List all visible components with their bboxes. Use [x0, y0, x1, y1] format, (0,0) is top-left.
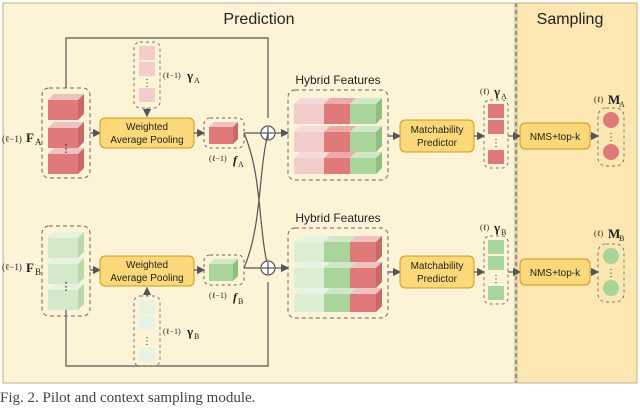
f-b-box — [203, 254, 245, 286]
m-a-point — [603, 144, 619, 160]
svg-text:⋮: ⋮ — [142, 336, 152, 347]
prediction-panel — [2, 2, 516, 384]
matchability-b-line1: Matchability — [411, 261, 464, 272]
feature-stack-a: ⋮ — [48, 94, 84, 174]
cube — [48, 232, 84, 258]
label-f-a: f — [233, 153, 238, 167]
label-gamma-a-prev-sub: A — [194, 76, 200, 85]
cross-curve-b-to-a — [243, 132, 269, 269]
label-gamma-b-prev-sub: B — [194, 332, 199, 341]
bottom-loop-line — [65, 282, 269, 367]
gamma-b-prev-column: ⋮ — [139, 300, 155, 362]
sampling-title: Sampling — [537, 11, 604, 28]
dots: ⋮ — [61, 281, 72, 293]
label-F-B-sub: B — [35, 267, 41, 277]
cube — [48, 284, 84, 310]
label-F-B: F — [26, 260, 34, 275]
f-a-box — [203, 117, 245, 149]
svg-text:⋮: ⋮ — [142, 78, 152, 89]
m-a-point — [603, 112, 619, 128]
label-gamma-a: γ — [493, 84, 500, 99]
label-gamma-a-prev: γ — [186, 68, 193, 83]
hybrid-features-a-title: Hybrid Features — [295, 73, 380, 87]
label-F-A-sub: A — [35, 137, 42, 147]
cube — [48, 94, 84, 120]
f-b-cube — [209, 259, 238, 281]
figure-caption: Fig. 2. Pilot and context sampling modul… — [0, 390, 256, 406]
label-gamma-b-sub: B — [501, 228, 506, 237]
label-gamma-a-sup: (ℓ) — [480, 87, 489, 96]
m-a-box — [597, 107, 625, 167]
matchability-b-line2: Predictor — [417, 274, 458, 285]
label-m-a: M — [608, 92, 620, 107]
label-F-A: F — [26, 130, 34, 145]
label-gamma-b-prev-sup: (ℓ−1) — [163, 327, 181, 336]
label-gamma-a-prev-sup: (ℓ−1) — [163, 71, 181, 80]
gamma-b-prev-box — [133, 295, 161, 367]
cube — [48, 148, 84, 174]
label-gamma-b-sup: (ℓ) — [480, 223, 489, 232]
gamma-a-prev-box — [133, 41, 161, 109]
label-f-b-sup: (ℓ−1) — [209, 291, 227, 300]
label-m-b-sub: B — [619, 234, 624, 243]
label-f-b: f — [233, 290, 238, 304]
cube — [48, 258, 84, 284]
label-f-a-sup: (ℓ−1) — [209, 154, 227, 163]
hybrid-features-a-stack — [294, 98, 382, 174]
cube — [48, 122, 84, 148]
label-m-a-sup: (ℓ) — [594, 95, 603, 104]
svg-text:⋮: ⋮ — [491, 274, 501, 285]
m-b-box — [597, 243, 625, 303]
hybrid-features-a-box — [287, 89, 389, 181]
weighted-pooling-a-line1: Weighted — [126, 122, 168, 133]
weighted-pooling-b-line2: Average Pooling — [110, 273, 183, 284]
label-m-b: M — [608, 226, 620, 241]
hybrid-features-b-stack — [294, 236, 382, 312]
weighted-pooling-a-line2: Average Pooling — [110, 135, 183, 146]
prediction-title: Prediction — [223, 11, 294, 28]
label-gamma-b-prev: γ — [186, 324, 193, 339]
label-m-a-sub: A — [619, 100, 625, 109]
weighted-pooling-b-line1: Weighted — [126, 260, 168, 271]
feature-stack-a-box — [41, 87, 91, 179]
dots: ⋮ — [61, 143, 72, 155]
gamma-a-box — [483, 99, 509, 169]
hybrid-features-b-box — [287, 227, 389, 319]
nms-topk-b-label: NMS+top-k — [530, 268, 581, 279]
svg-text:⋮: ⋮ — [491, 138, 501, 149]
label-F-B-sup: (ℓ−1) — [2, 262, 22, 272]
hybrid-features-b-title: Hybrid Features — [295, 211, 380, 225]
gamma-a-prev-column: ⋮ — [139, 46, 155, 102]
matchability-a-line2: Predictor — [417, 138, 458, 149]
matchability-a-line1: Matchability — [411, 125, 464, 136]
weighted-pooling-b — [99, 255, 195, 287]
m-b-point — [603, 248, 619, 264]
label-F-A-sup: (ℓ−1) — [2, 134, 22, 144]
top-loop-line — [65, 37, 269, 118]
svg-text:⋮: ⋮ — [606, 268, 616, 279]
sampling-panel — [516, 2, 638, 384]
f-a-cube — [209, 122, 238, 144]
label-f-b-sub: B — [238, 297, 243, 306]
feature-stack-b-box — [41, 225, 91, 317]
feature-stack-b: ⋮ — [48, 232, 84, 310]
label-m-b-sup: (ℓ) — [594, 229, 603, 238]
gamma-a-column: ⋮ — [488, 104, 504, 164]
m-b-point — [603, 280, 619, 296]
label-gamma-a-sub: A — [501, 92, 507, 101]
gamma-b-box — [483, 235, 509, 305]
svg-text:⋮: ⋮ — [606, 132, 616, 143]
nms-topk-a-label: NMS+top-k — [530, 132, 581, 143]
gamma-b-column: ⋮ — [488, 240, 504, 300]
label-gamma-b: γ — [493, 220, 500, 235]
label-f-a-sub: A — [238, 160, 244, 169]
